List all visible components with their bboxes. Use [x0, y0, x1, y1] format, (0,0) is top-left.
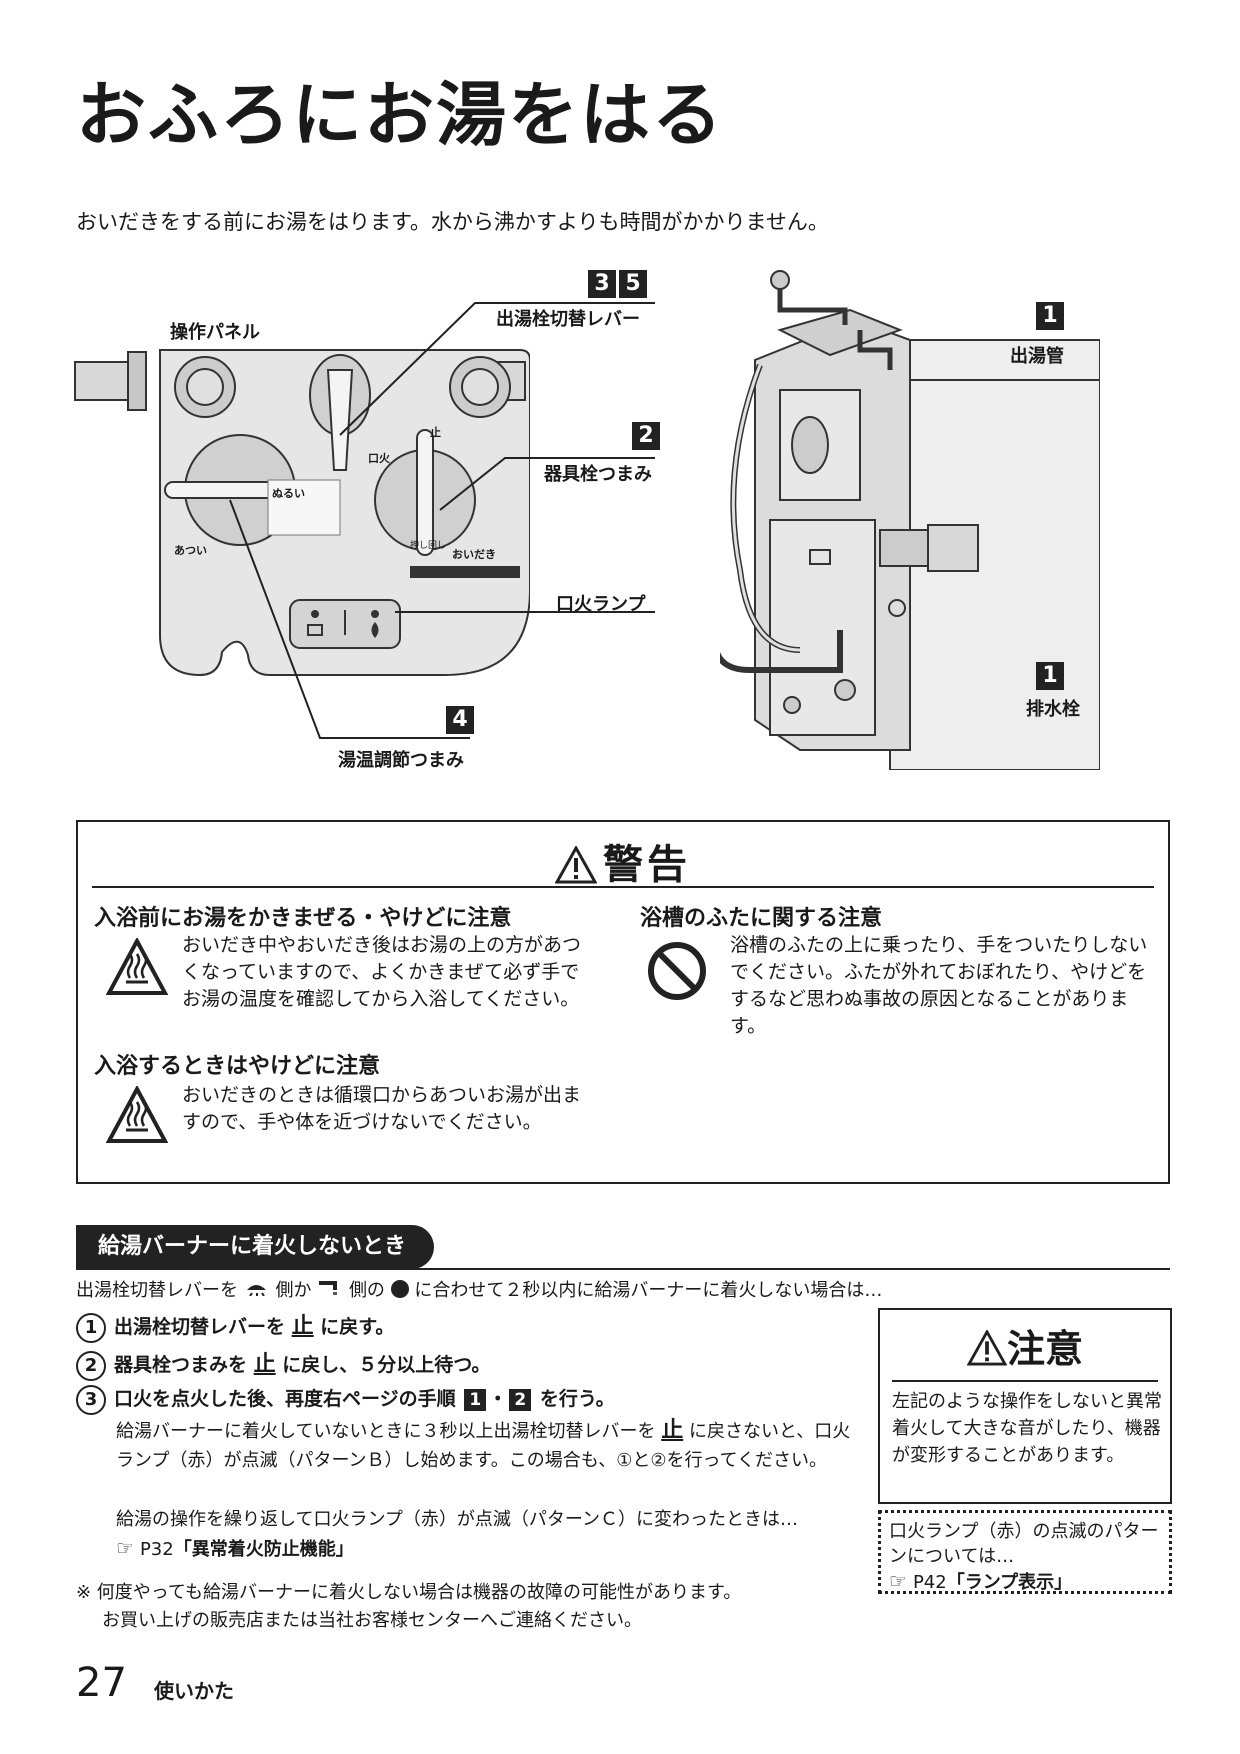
- note-line-2: お買い上げの販売店または当社お客様センターへご連絡ください。: [102, 1610, 642, 1631]
- lever-label: 出湯栓切替レバー: [496, 309, 640, 330]
- pointing-hand-icon: ☞: [889, 1569, 907, 1593]
- pipe-number-badge: 1: [1036, 302, 1067, 330]
- label-nurui: ぬるい: [272, 487, 305, 500]
- warning-title-3: 浴槽のふたに関する注意: [640, 906, 883, 931]
- lamp-reference-box: 口火ランプ（赤）の点滅のパターンについては… ☞P42「ランプ表示」: [878, 1510, 1172, 1594]
- hot-water-warning-icon: [106, 1086, 168, 1143]
- lamp-label: 口火ランプ: [556, 594, 646, 615]
- warning-title-2: 入浴するときはやけどに注意: [94, 1054, 381, 1079]
- label-kuchibi: 口火: [368, 452, 390, 465]
- temp-label: 湯温調節つまみ: [338, 750, 464, 771]
- step-3-detail-2: 給湯の操作を繰り返して口火ランプ（赤）が点滅（パターンＣ）に変わったときは…: [116, 1509, 799, 1530]
- drain-label: 排水栓: [1026, 699, 1080, 720]
- label-atsui: あつい: [174, 544, 207, 557]
- badge-5: 5: [619, 270, 647, 298]
- label-oidaki: おいだき: [452, 548, 496, 561]
- stop-mark: 止: [291, 1314, 314, 1339]
- caution-heading: 注意: [880, 1318, 1170, 1373]
- badge-3: 3: [588, 270, 616, 298]
- warning-text-3: 浴槽のふたの上に乗ったり、手をついたりしないでください。ふたが外れておぼれたり、…: [730, 934, 1148, 1037]
- caution-triangle-icon: [966, 1328, 1008, 1366]
- lamp-reference-text: 口火ランプ（赤）の点滅のパターンについては…: [889, 1521, 1159, 1567]
- warning-text-2: おいだきのときは循環口からあついお湯が出ますので、手や体を近づけないでください。: [182, 1084, 582, 1133]
- prohibition-icon: [648, 942, 706, 1000]
- ref-link-p42[interactable]: ☞P42「ランプ表示」: [889, 1569, 1073, 1593]
- stop-mark: 止: [661, 1418, 684, 1443]
- warning-heading: 警告: [78, 832, 1168, 890]
- warning-box: 警告 入浴前にお湯をかきまぜる・やけどに注意 おいだき中やおいだき後はお湯の上の…: [76, 820, 1170, 1184]
- shower-icon: [246, 1285, 266, 1297]
- step-3-detail-1: 給湯バーナーに着火していないときに３秒以上出湯栓切替レバーを 止 に戻さないと、…: [116, 1418, 851, 1471]
- warning-title-1: 入浴前にお湯をかきまぜる・やけどに注意: [94, 906, 512, 931]
- knob-number-badge: 2: [632, 422, 663, 450]
- label-tomaru: 止: [430, 426, 441, 439]
- caution-text: 左記のような操作をしないと異常着火して大きな音がしたり、機器が変形することがあり…: [892, 1391, 1162, 1466]
- page-number: 27: [76, 1660, 127, 1706]
- section-intro: 出湯栓切替レバーを 側か 側の に合わせて２秒以内に給湯バーナーに着火しない場合…: [76, 1280, 883, 1301]
- knob-label: 器具栓つまみ: [544, 464, 652, 485]
- stop-mark: 止: [253, 1352, 276, 1377]
- pipe-label: 出湯管: [1010, 346, 1064, 367]
- caution-box: 注意 左記のような操作をしないと異常着火して大きな音がしたり、機器が変形すること…: [878, 1308, 1172, 1504]
- page-title: おふろにお湯をはる: [76, 74, 724, 156]
- black-dot-icon: [390, 1280, 409, 1298]
- temp-number-badge: 4: [446, 706, 477, 734]
- note-line-1: ※ 何度やっても給湯バーナーに着火しない場合は機器の故障の可能性があります。: [76, 1582, 742, 1603]
- drain-number-badge: 1: [1036, 662, 1067, 690]
- footer-section-label: 使いかた: [154, 1679, 234, 1703]
- control-panel-illustration: [74, 349, 530, 677]
- label-oshimawashi: 押し回し: [410, 541, 447, 551]
- intro-text: おいだきをする前にお湯をはります。水から沸かすよりも時間がかかりません。: [76, 210, 829, 234]
- section-title: 給湯バーナーに着火しないとき: [76, 1225, 435, 1269]
- panel-label: 操作パネル: [170, 322, 260, 343]
- pointing-hand-icon: ☞: [116, 1536, 134, 1560]
- warning-triangle-icon: [554, 844, 598, 884]
- faucet-icon: [319, 1281, 338, 1295]
- warning-text-1: おいだき中やおいだき後はお湯の上の方があつくなっていますので、よくかきまぜて必ず…: [182, 934, 582, 1010]
- ref-link-p32[interactable]: ☞P32「異常着火防止機能」: [116, 1534, 866, 1564]
- hot-water-warning-icon: [106, 938, 168, 995]
